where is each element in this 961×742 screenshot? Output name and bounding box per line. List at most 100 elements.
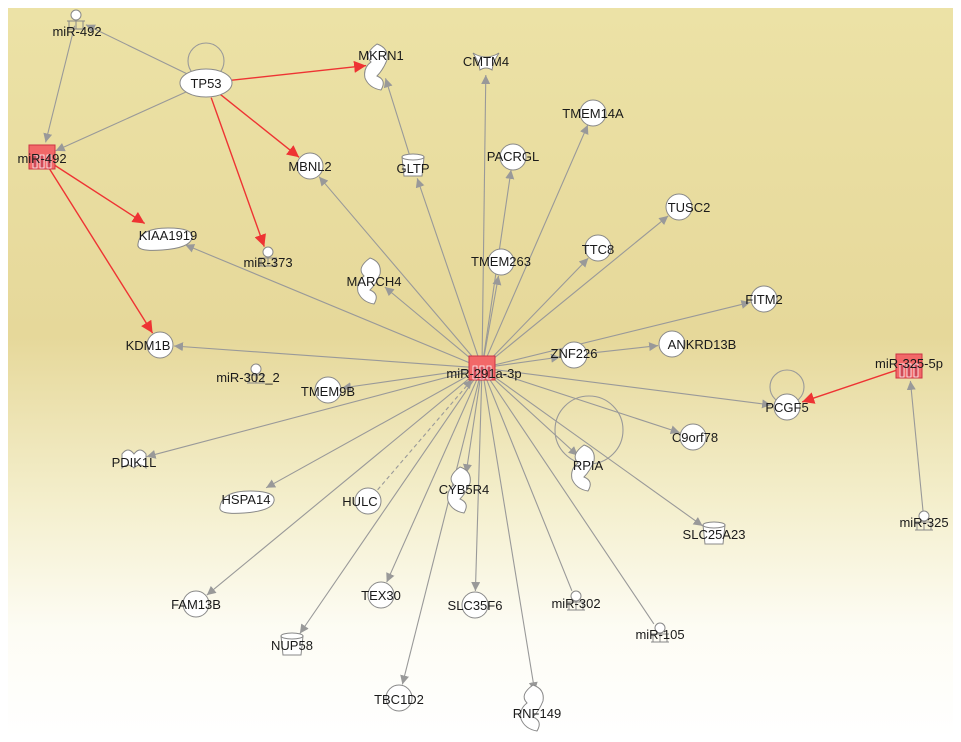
edge-mir291-to-march4[interactable] <box>384 286 476 364</box>
node-c9orf78[interactable]: C9orf78 <box>672 423 718 451</box>
node-shape-circle <box>385 684 413 712</box>
node-hspa14[interactable]: HSPA14 <box>219 490 275 514</box>
node-shape-transporter <box>702 521 726 545</box>
node-hulc[interactable]: HULC <box>342 487 382 515</box>
node-march4[interactable]: MARCH4 <box>347 257 402 305</box>
edge-mir291-to-c9orf78[interactable] <box>489 370 680 435</box>
node-kdm1b[interactable]: KDM1B <box>126 331 174 359</box>
node-mir492[interactable]: miR-492 <box>17 144 67 170</box>
node-kiaa1919[interactable]: KIAA1919 <box>137 227 197 251</box>
node-shape-transporter <box>401 153 425 177</box>
node-shape-circle <box>658 330 686 358</box>
node-label: miR-325 <box>899 515 948 530</box>
node-shape-mirna-highlight <box>468 355 496 381</box>
node-mir373[interactable]: miR-373 <box>243 246 293 270</box>
node-tmem9b[interactable]: TMEM9B <box>301 376 355 404</box>
node-mir291[interactable]: miR-291a-3p <box>446 355 522 381</box>
node-label: miR-105 <box>635 627 684 642</box>
edge-mir291-to-tusc2[interactable] <box>488 215 669 364</box>
edge-mir492-to-kiaa1919[interactable] <box>48 161 146 225</box>
edge-mir291-to-pdik1l[interactable] <box>146 369 475 459</box>
edge-mir291-to-fitm2[interactable] <box>490 300 751 367</box>
edge-tp53-to-mir492[interactable] <box>55 88 193 152</box>
node-tmem263[interactable]: TMEM263 <box>471 248 531 276</box>
edge-mir291-to-rpia[interactable] <box>487 373 579 456</box>
node-ttc8[interactable]: TTC8 <box>582 234 615 262</box>
edge-mir291-to-hspa14[interactable] <box>265 371 475 489</box>
node-shape-enzyme <box>520 684 544 732</box>
edge-mir325-to-mir325_5p[interactable] <box>906 380 924 516</box>
edge-mir291-to-kiaa1919[interactable] <box>184 244 475 366</box>
node-tusc2[interactable]: TUSC2 <box>665 193 710 221</box>
edge-mir291-to-tbc1d2[interactable] <box>400 375 481 685</box>
edge-tp53-to-mkrn1[interactable] <box>221 60 367 82</box>
node-shape-circle <box>679 423 707 451</box>
node-shape-enzyme <box>571 444 595 492</box>
node-shape-circle <box>367 581 395 609</box>
node-mir302[interactable]: miR-302 <box>551 590 601 611</box>
node-rpia[interactable]: RPIA <box>571 444 604 492</box>
node-pacrgl[interactable]: PACRGL <box>487 143 540 171</box>
edge-mir492-to-kdm1b[interactable] <box>45 163 154 334</box>
node-mkrn1[interactable]: MKRN1 <box>358 43 404 91</box>
edge-mir291-to-pcgf5[interactable] <box>490 368 772 409</box>
node-mbnl2[interactable]: MBNL2 <box>288 152 332 180</box>
node-cmtm4[interactable]: CMTM4 <box>463 52 509 71</box>
node-slc35f6[interactable]: SLC35F6 <box>448 591 503 619</box>
node-nup58[interactable]: NUP58 <box>271 632 313 656</box>
node-fitm2[interactable]: FITM2 <box>745 285 783 313</box>
edge-mir291-to-slc35f6[interactable] <box>471 376 483 592</box>
edge-gltp-to-mkrn1[interactable] <box>383 78 412 160</box>
node-tmem14a[interactable]: TMEM14A <box>562 99 624 127</box>
edge-mir291-to-tmem263[interactable] <box>482 275 502 360</box>
edge-mir291-to-tex30[interactable] <box>386 375 480 583</box>
node-ankrd13b[interactable]: ANKRD13B <box>658 330 736 358</box>
edge-mir291-to-cmtm4[interactable] <box>481 74 491 360</box>
edge-mir291-to-kdm1b[interactable] <box>173 342 474 368</box>
node-tex30[interactable]: TEX30 <box>361 581 401 609</box>
node-fam13b[interactable]: FAM13B <box>171 590 221 618</box>
node-shape-circle <box>579 99 607 127</box>
edge-znf226-to-ankrd13b[interactable] <box>581 342 659 355</box>
edge-mir291-to-rnf149[interactable] <box>482 376 538 692</box>
edge-tp53-to-mir373[interactable] <box>210 97 266 247</box>
node-shape-transporter-flat <box>219 490 275 514</box>
edge-tp53-to-mbnl2[interactable] <box>217 92 300 158</box>
edge-mir291-to-fam13b[interactable] <box>206 372 476 596</box>
edge-tp53-to-mir492-top[interactable] <box>85 24 193 77</box>
node-mir325_5p[interactable]: miR-325-5p <box>875 353 943 379</box>
node-tp53[interactable]: TP53 <box>179 68 233 98</box>
node-mir325[interactable]: miR-325 <box>899 510 949 531</box>
edge-mir291-to-nup58[interactable] <box>299 374 478 634</box>
node-tbc1d2[interactable]: TBC1D2 <box>374 684 424 712</box>
node-mir492-top[interactable]: miR-492 <box>52 9 102 39</box>
node-cyb5r4[interactable]: CYB5R4 <box>439 466 490 514</box>
node-label: PDIK1L <box>112 455 157 470</box>
node-pcgf5[interactable]: PCGF5 <box>765 393 809 421</box>
node-gltp[interactable]: GLTP <box>397 153 430 177</box>
node-mir105[interactable]: miR-105 <box>635 622 685 643</box>
edge-mir492-top-to-mir492[interactable] <box>43 25 76 143</box>
edge-mir291-to-tmem9b[interactable] <box>341 368 474 392</box>
edge-mir291-to-gltp[interactable] <box>415 178 480 361</box>
edge-mir291-to-mir302[interactable] <box>484 375 573 592</box>
edge-mir291-to-tmem14a[interactable] <box>484 124 589 361</box>
edge-mir325_5p-to-pcgf5[interactable] <box>801 368 902 404</box>
edge-mir291-to-ttc8[interactable] <box>487 257 589 363</box>
node-label: TTC8 <box>582 242 615 257</box>
node-label: miR-492 <box>17 151 66 166</box>
node-shape-mirna-highlight <box>28 144 56 170</box>
edge-mir291-to-cyb5r4[interactable] <box>462 376 482 474</box>
node-mir302_2[interactable]: miR-302_2 <box>216 363 280 385</box>
edge-mir291-to-mir105[interactable] <box>486 374 655 625</box>
node-pdik1l[interactable]: PDIK1L <box>112 449 157 470</box>
edge-mir291-to-znf226[interactable] <box>490 353 561 368</box>
edge-mir291-to-slc25a23[interactable] <box>488 372 703 527</box>
edge-mir291-to-mbnl2[interactable] <box>318 176 478 362</box>
node-slc25a23[interactable]: SLC25A23 <box>683 521 746 545</box>
node-shape-kinase <box>121 449 147 470</box>
node-rnf149[interactable]: RNF149 <box>513 684 561 732</box>
edge-hulc-to-mir291[interactable] <box>372 379 473 496</box>
node-shape-enzyme <box>447 466 471 514</box>
node-znf226[interactable]: ZNF226 <box>551 341 598 369</box>
